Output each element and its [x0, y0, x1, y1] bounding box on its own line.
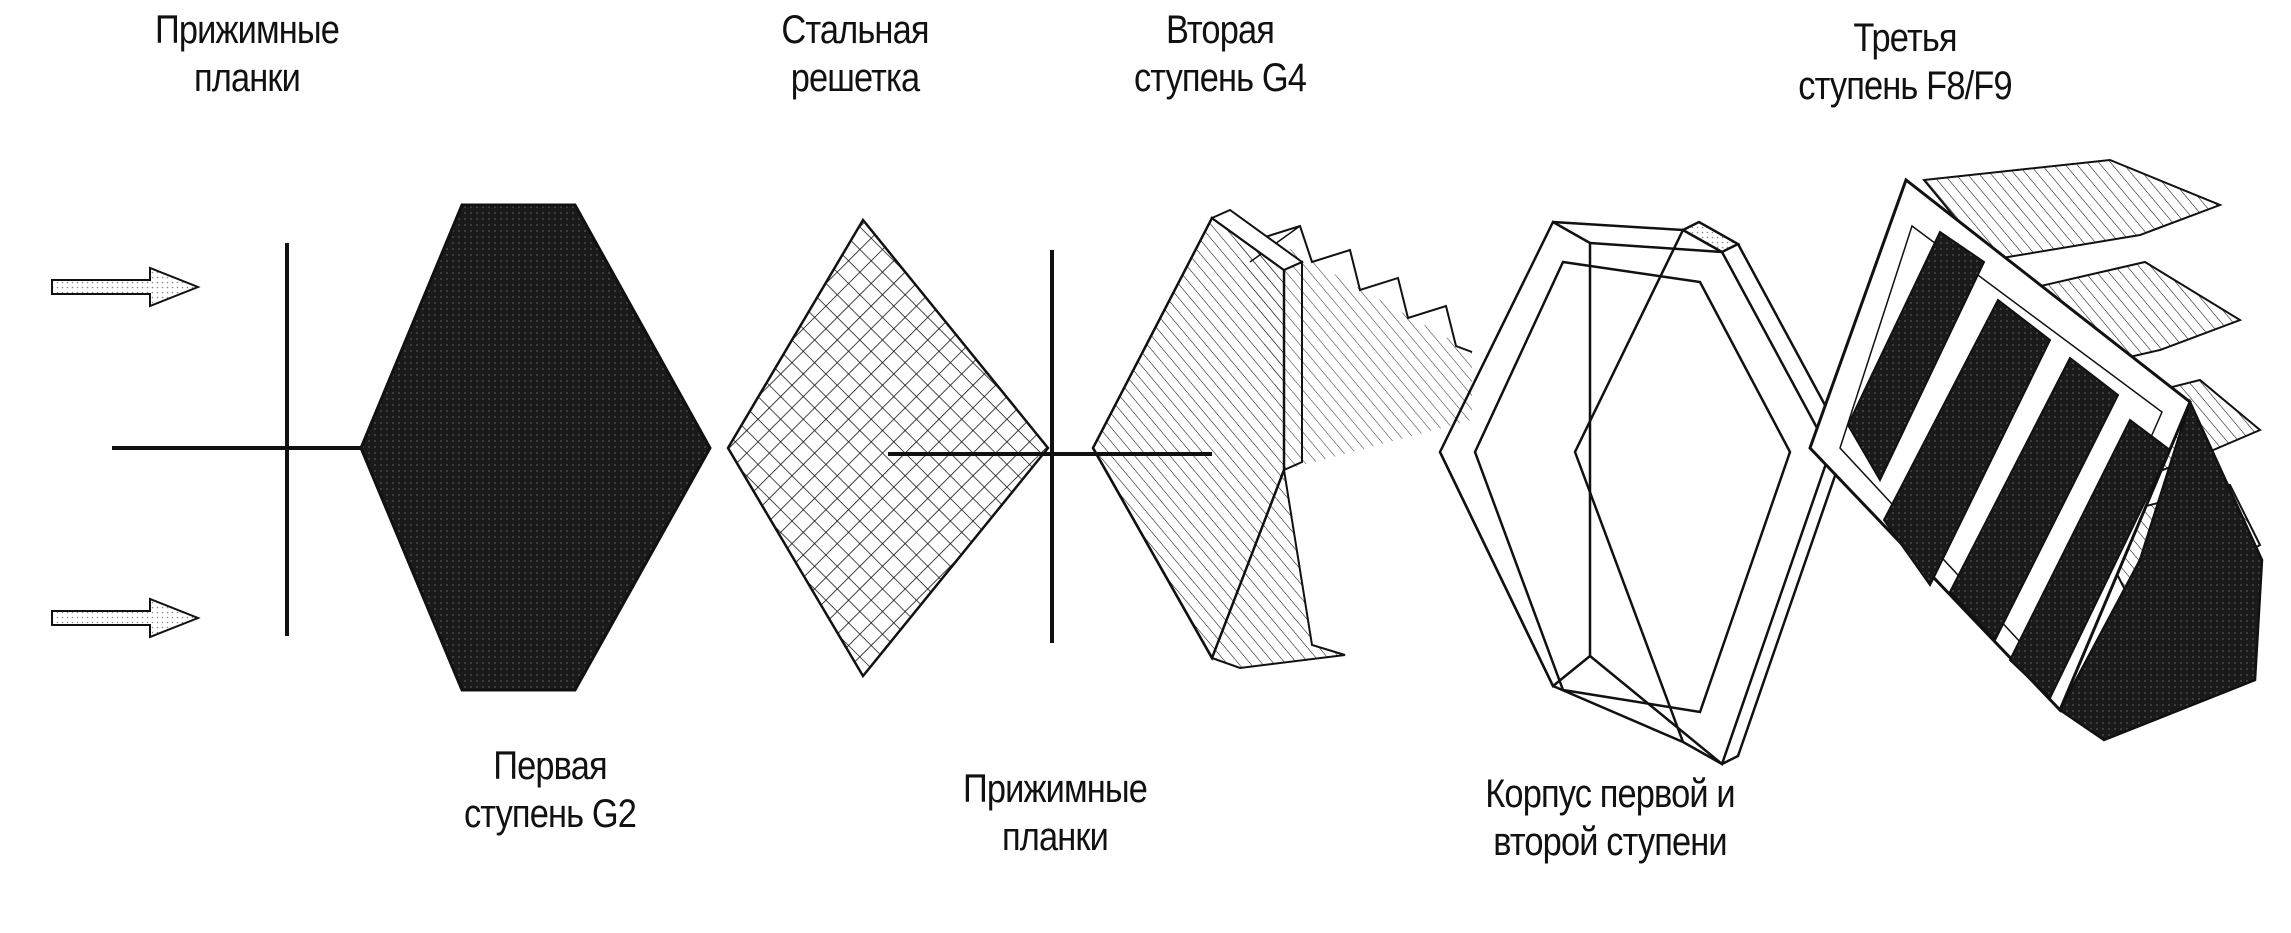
airflow-arrow-bottom-icon: [51, 597, 201, 639]
label-clamp-bars-bottom: Прижимные планки: [930, 765, 1179, 861]
label-second-stage-line1: Вторая: [1165, 8, 1275, 52]
label-second-stage-line2: ступень G4: [1133, 56, 1307, 100]
label-steel-grid-line1: Стальная: [781, 8, 929, 52]
label-first-stage: Первая ступень G2: [421, 742, 679, 838]
label-clamp-bars-bottom-line2: планки: [1002, 815, 1109, 859]
label-second-stage: Вторая ступень G4: [1100, 6, 1341, 102]
airflow-arrow-top-icon: [51, 266, 201, 308]
second-stage-g4-shape: [1091, 208, 1473, 670]
steel-grid-shape: [726, 217, 1050, 679]
housing-shape: [1438, 220, 1848, 766]
label-clamp-bars-bottom-line1: Прижимные: [962, 767, 1148, 811]
label-third-stage-line2: ступень F8/F9: [1798, 64, 2012, 108]
label-third-stage: Третья ступень F8/F9: [1763, 14, 2047, 110]
clamp-bars-first-shape: [112, 243, 365, 636]
third-stage-f8f9-shape: [1808, 158, 2264, 742]
first-stage-g2-shape: [359, 203, 712, 692]
label-clamp-bars-top-line1: Прижимные: [154, 8, 340, 52]
label-housing: Корпус первой и второй ступени: [1447, 770, 1774, 866]
label-first-stage-line2: ступень G2: [463, 792, 637, 836]
label-clamp-bars-top-line2: планки: [194, 56, 301, 100]
label-housing-line1: Корпус первой и: [1485, 772, 1735, 816]
label-clamp-bars-top: Прижимные планки: [131, 6, 363, 102]
label-steel-grid-line2: решетка: [790, 56, 920, 100]
label-third-stage-line1: Третья: [1853, 16, 1957, 60]
label-housing-line2: второй ступени: [1493, 820, 1727, 864]
label-first-stage-line1: Первая: [493, 744, 607, 788]
label-steel-grid: Стальная решетка: [756, 6, 954, 102]
